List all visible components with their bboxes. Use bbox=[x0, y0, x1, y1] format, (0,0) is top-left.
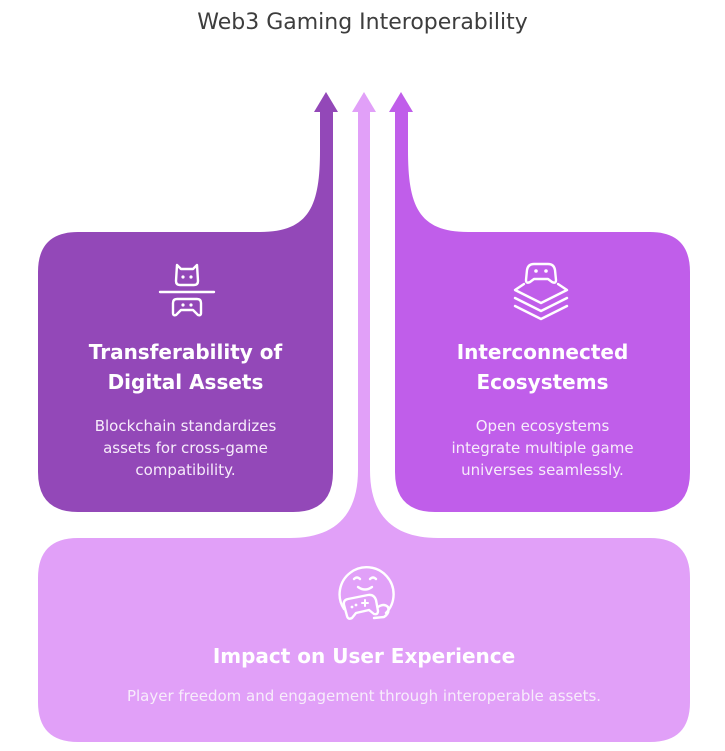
left-card-title-line: Digital Assets bbox=[107, 370, 264, 394]
cat-controller-transfer-icon bbox=[158, 263, 216, 317]
left-card-description: Blockchain standardizes assets for cross… bbox=[38, 415, 333, 481]
diagram-title: Web3 Gaming Interoperability bbox=[197, 10, 528, 35]
left-card-shape bbox=[38, 112, 333, 512]
left-card-desc-line: Blockchain standardizes bbox=[94, 417, 277, 435]
left-card-title: Transferability of Digital Assets bbox=[38, 337, 333, 397]
right-card-shape bbox=[395, 112, 690, 512]
left-card-title-line: Transferability of bbox=[88, 340, 283, 364]
right-card-title-line: Ecosystems bbox=[476, 370, 609, 394]
left-arrow-head bbox=[314, 92, 338, 112]
right-card-title: Interconnected Ecosystems bbox=[395, 337, 690, 397]
right-card-desc-line: integrate multiple game bbox=[451, 439, 634, 457]
bottom-card: Impact on User Experience Player freedom… bbox=[38, 641, 690, 707]
happy-player-controller-icon bbox=[338, 566, 395, 620]
left-card-desc-line: assets for cross-game bbox=[103, 439, 268, 457]
right-card-desc-line: universes seamlessly. bbox=[461, 461, 624, 479]
left-card-desc-line: compatibility. bbox=[135, 461, 236, 479]
right-arrow-head bbox=[389, 92, 413, 112]
bottom-card-description: Player freedom and engagement through in… bbox=[126, 687, 602, 705]
right-card-desc-line: Open ecosystems bbox=[475, 417, 610, 435]
right-card: Interconnected Ecosystems Open ecosystem… bbox=[395, 337, 690, 481]
right-card-title-line: Interconnected bbox=[456, 340, 629, 364]
bottom-card-shape bbox=[38, 112, 690, 742]
right-card-description: Open ecosystems integrate multiple game … bbox=[395, 415, 690, 481]
bottom-card-title: Impact on User Experience bbox=[212, 644, 516, 668]
middle-arrow-head bbox=[352, 92, 376, 112]
left-card: Transferability of Digital Assets Blockc… bbox=[38, 337, 333, 481]
stacked-layers-controller-icon bbox=[513, 262, 569, 321]
